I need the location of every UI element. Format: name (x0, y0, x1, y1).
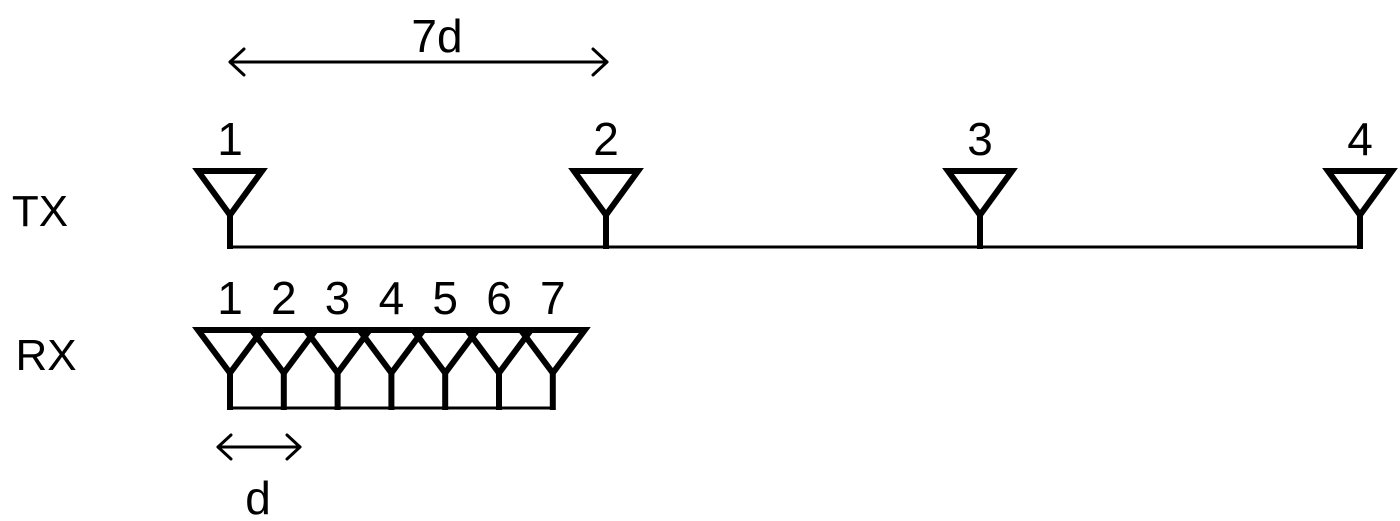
rx-antenna-number: 1 (217, 272, 243, 324)
rx-antenna-4: 4 (353, 272, 430, 410)
rx-antenna-symbol (407, 327, 484, 379)
rx-antenna-6: 6 (461, 272, 537, 410)
tx-antenna-number: 4 (1347, 113, 1373, 165)
tx-antenna-array: 1 2 3 4 (192, 113, 1398, 249)
rx-antenna-symbol (192, 327, 268, 379)
tx-antenna-1: 1 (192, 113, 268, 249)
rx-antenna-2: 2 (245, 272, 322, 410)
rx-antenna-3: 3 (299, 272, 376, 410)
rx-antenna-number: 4 (379, 272, 405, 324)
tx-antenna-4: 4 (1322, 113, 1398, 249)
rx-antenna-symbol (353, 327, 430, 379)
rx-spacing-arrow (216, 433, 302, 461)
tx-antenna-symbol (192, 168, 268, 221)
rx-antenna-5: 5 (407, 272, 484, 410)
rx-antenna-symbol (299, 327, 376, 379)
tx-antenna-number: 3 (967, 113, 993, 165)
rx-antenna-symbol (461, 327, 537, 379)
rx-antenna-1: 1 (192, 272, 268, 410)
tx-antenna-number: 1 (217, 113, 243, 165)
tx-antenna-symbol (1322, 168, 1398, 221)
rx-antenna-number: 7 (540, 272, 566, 324)
tx-antenna-3: 3 (942, 113, 1018, 249)
tx-antenna-number: 2 (593, 113, 619, 165)
tx-antenna-symbol (942, 168, 1018, 221)
tx-spacing-label: 7d (411, 10, 462, 62)
rx-antenna-number: 6 (486, 272, 512, 324)
rx-spacing-label: d (245, 472, 271, 521)
tx-antenna-symbol (568, 168, 644, 221)
rx-antenna-7: 7 (514, 272, 591, 410)
rx-row-label: RX (15, 331, 76, 380)
tx-row-label: TX (12, 187, 68, 236)
tx-antenna-2: 2 (568, 113, 644, 249)
tx-spacing-arrow (228, 47, 609, 77)
rx-antenna-number: 3 (325, 272, 351, 324)
rx-antenna-symbol (514, 327, 591, 379)
rx-antenna-symbol (245, 327, 322, 379)
rx-antenna-number: 2 (271, 272, 297, 324)
rx-antenna-number: 5 (432, 272, 458, 324)
